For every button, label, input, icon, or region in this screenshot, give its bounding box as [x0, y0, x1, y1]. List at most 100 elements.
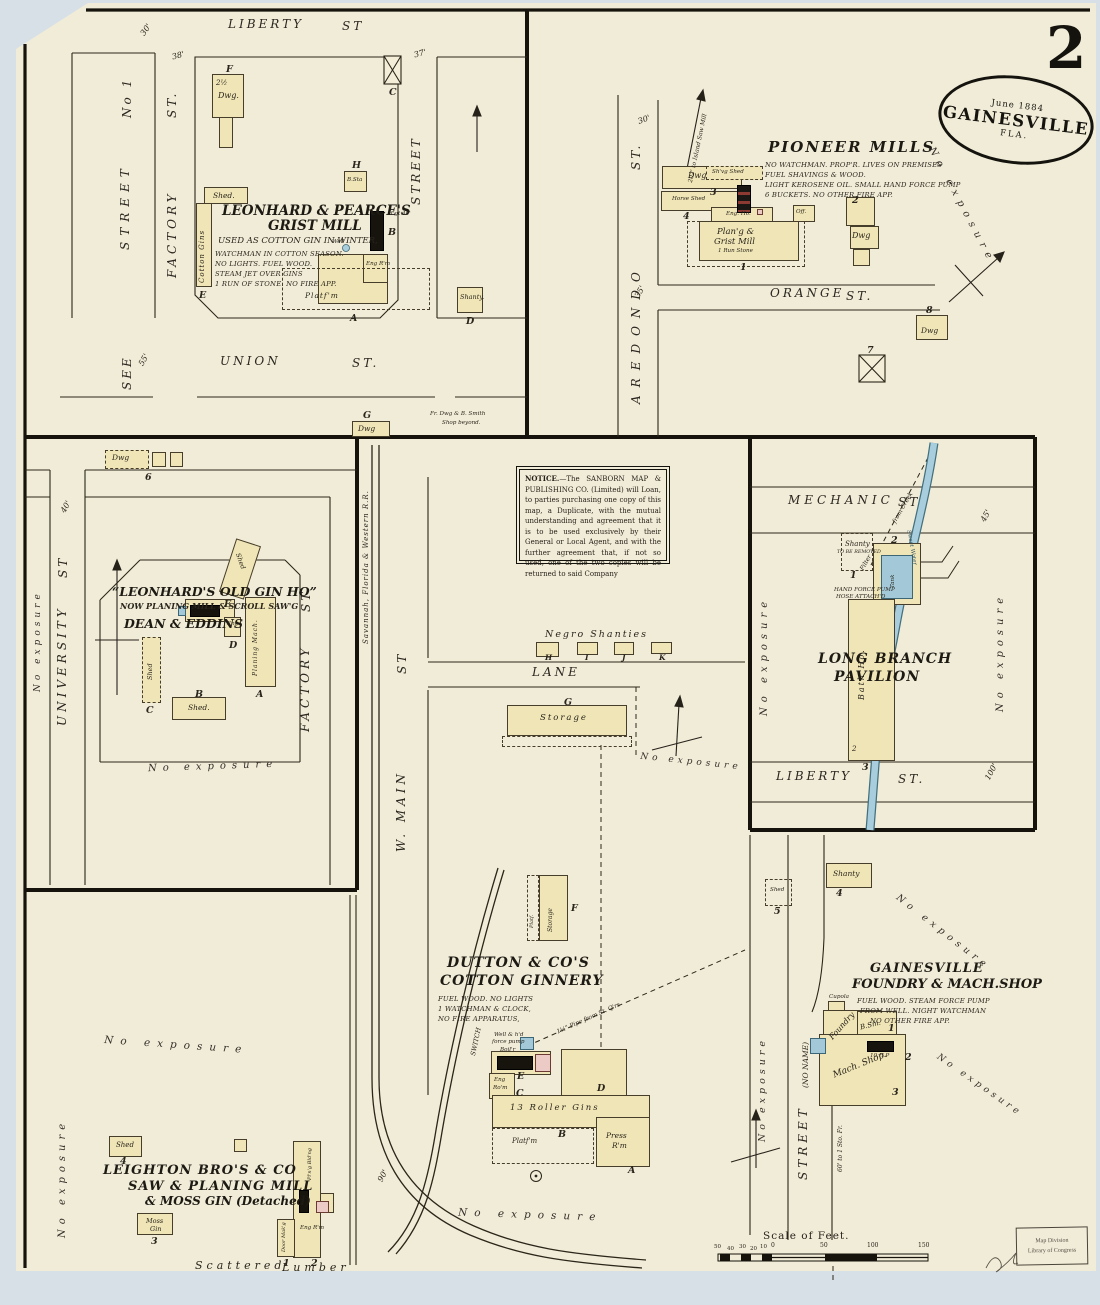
- building-pioneer-mill: [699, 221, 799, 261]
- dwg-2-label: Dwg: [852, 231, 871, 240]
- leighton-engrm-label: Eng R'm: [300, 1225, 325, 1231]
- letter-j-shanty: J: [622, 653, 626, 662]
- dean-eng-label: Eng: [227, 621, 239, 627]
- letter-d-dutton: D: [597, 1083, 606, 1094]
- letter-c-dean: C: [146, 705, 154, 716]
- num-2-leighton: 2: [311, 1258, 318, 1269]
- gin-ho-title: “LEONHARD'S OLD GIN HO”: [112, 584, 317, 599]
- pioneer-note-1: NO WATCHMAN. PROP'R. LIVES ON PREMISES: [765, 161, 943, 169]
- building-dean-d: [224, 617, 241, 637]
- leighton-title-1: LEIGHTON BRO'S & CO: [103, 1163, 297, 1178]
- num-4: 4: [683, 211, 690, 222]
- library-stamp: Map Division Library of Congress: [1015, 1226, 1089, 1266]
- dwg-6-label: Dwg: [112, 453, 130, 462]
- grist-note-3: STEAM JET OVER GINS: [215, 270, 303, 278]
- street-liberty-n-st: ST: [342, 19, 365, 33]
- letter-e: E: [199, 290, 207, 301]
- well-label-1: Well & h'd: [494, 1032, 524, 1038]
- dutton-note-2: 1 WATCHMAN & CLOCK,: [438, 1005, 532, 1013]
- building-planing-mach: [245, 597, 276, 687]
- shanty-1-label: Shanty: [845, 540, 870, 548]
- stamp-line-2: Library of Congress: [1027, 1247, 1077, 1255]
- moss-gin-label-1: Moss: [146, 1217, 164, 1225]
- building-eng-room: [489, 1073, 515, 1099]
- cupola-label: Cupola: [829, 994, 849, 1000]
- num-4-leighton: 4: [120, 1156, 127, 1167]
- foundry-note-2: FROM WELL. NIGHT WATCHMAN: [860, 1007, 987, 1015]
- tank-label: Tank: [890, 574, 896, 588]
- leighton-boiler: [299, 1190, 309, 1213]
- railroad-label: Savannah, Florida & Western R.R.: [362, 490, 370, 644]
- num-3: 3: [710, 187, 717, 198]
- letter-f: F: [226, 64, 233, 75]
- dutton-pump-house: [535, 1054, 551, 1072]
- leighton-title-2: SAW & PLANING MILL: [128, 1179, 314, 1194]
- street-liberty-s-st: ST.: [898, 772, 926, 786]
- scale-tick-40: 40: [727, 1246, 734, 1252]
- street-union: UNION: [220, 354, 281, 368]
- dutton-platform: [492, 1128, 594, 1164]
- foundry-title-1: GAINESVILLE: [870, 961, 984, 976]
- grist-note-1: WATCHMAN IN COTTON SEASON.: [215, 250, 344, 258]
- publisher-notice: NOTICE.—The SANBORN MAP & PUBLISHING CO.…: [516, 466, 670, 578]
- eng-room-label-1: Eng: [494, 1077, 506, 1083]
- num-2-bath: 2: [852, 745, 857, 753]
- building-shanty-4: [826, 863, 872, 888]
- street-orange-st: ST.: [846, 289, 874, 303]
- letter-i-shanty: I: [585, 653, 589, 662]
- street-lane: LANE: [532, 665, 580, 679]
- grist-note-4: 1 RUN OF STONE. NO FIRE APP.: [215, 280, 337, 288]
- building-dwg-2a: [846, 197, 875, 226]
- planing-bldng-label: Pl'n'g Bld'ng: [307, 1148, 313, 1180]
- dean-pump: [178, 606, 186, 616]
- dwelling-f-label: Dwg.: [218, 91, 239, 100]
- storage-g-label: Storage: [540, 713, 588, 723]
- grist-platform: [282, 268, 430, 310]
- tank-pipes: [920, 545, 960, 579]
- street-mechanic-st: ST: [898, 495, 921, 509]
- num-2-foundry: 2: [905, 1052, 912, 1063]
- building-dwg-2b: [850, 226, 879, 249]
- pioneer-pump: [757, 209, 763, 215]
- letter-g: G: [363, 410, 372, 421]
- shanty-removed-note: TO BE REMOVED: [837, 550, 881, 555]
- dean-eddins-title: DEAN & EDDINS: [124, 616, 243, 631]
- letter-k-shanty: K: [659, 653, 666, 662]
- well-label-2: force pump: [492, 1039, 525, 1045]
- num-2: 2: [852, 195, 859, 206]
- grist-title-2: GRIST MILL: [268, 218, 362, 234]
- roller-gins-label: 13 Roller Gins: [510, 1103, 600, 1113]
- building-shanty-k: [651, 642, 672, 654]
- num-6: 6: [145, 472, 152, 483]
- letter-f-dutton: F: [571, 903, 578, 914]
- letter-d: D: [466, 316, 475, 327]
- storage-g-platform: [502, 736, 632, 747]
- no-exposure-5: No exposure: [995, 592, 1006, 712]
- notice-lead: NOTICE.: [525, 474, 560, 483]
- street-factory-nw-st: ST.: [165, 90, 179, 118]
- building-shanty-1: [841, 533, 873, 571]
- dutton-title-1: DUTTON & CO'S: [447, 955, 590, 971]
- beyond-note-1: Fr. Dwg & B. Smith: [430, 411, 486, 417]
- building-small-a: [152, 452, 166, 467]
- num-3-foundry: 3: [892, 1087, 899, 1098]
- building-shed-5: [765, 879, 792, 906]
- eng-ho-label: Eng. Ho.: [726, 211, 751, 217]
- building-bath-house: [848, 599, 895, 761]
- street-university-st: ST: [56, 555, 70, 578]
- beyond-note-2: Shop beyond.: [442, 420, 481, 426]
- building-dwg-g: [352, 421, 390, 437]
- scale-tick-10: 10: [760, 1244, 767, 1250]
- grist-chimney-height: H'gt 40': [388, 211, 411, 217]
- street-noname-note: (NO NAME): [801, 1041, 810, 1088]
- street-mid: STREET: [409, 136, 423, 205]
- street-aredondo-st: ST.: [629, 142, 643, 170]
- foundry-note-1: FUEL WOOD. STEAM FORCE PUMP: [857, 997, 990, 1005]
- leighton-title-3: & MOSS GIN (Detached): [145, 1194, 311, 1208]
- building-small-b: [170, 452, 183, 467]
- building-shvg-shed: [706, 166, 763, 180]
- bsta-label: B.Sta: [347, 177, 363, 183]
- pavilion-title-1: LONG BRANCH: [818, 651, 953, 667]
- grist-shed-label: Shed.: [213, 191, 235, 200]
